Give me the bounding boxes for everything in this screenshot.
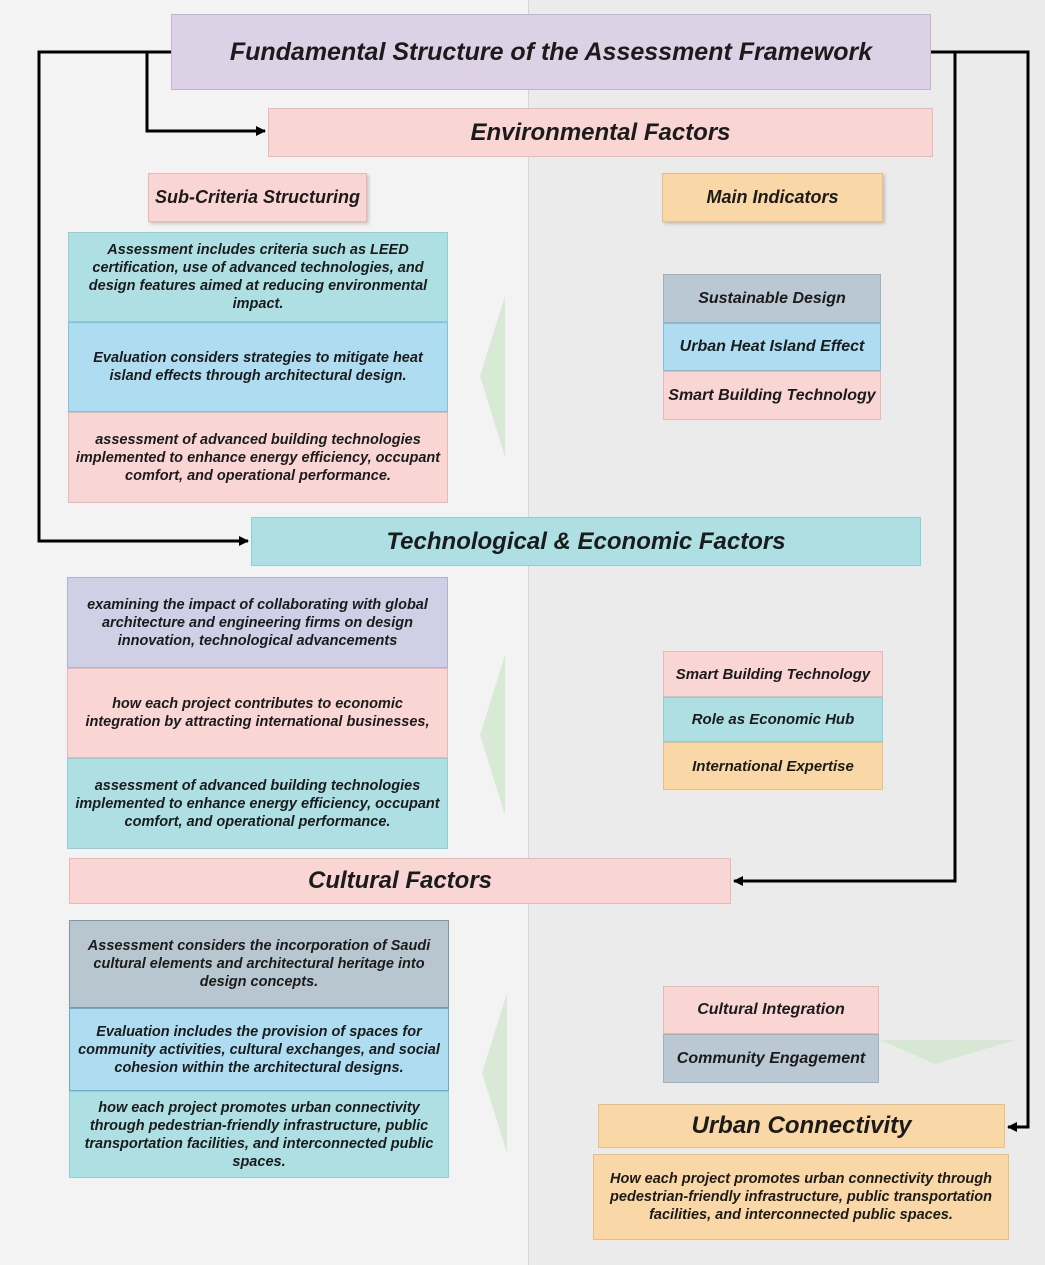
- tech-indicator-1: Smart Building Technology: [663, 651, 883, 697]
- tech-description-1: examining the impact of collaborating wi…: [67, 577, 448, 668]
- cultural-triangle: [482, 993, 507, 1153]
- env-indicator-2: Urban Heat Island Effect: [663, 323, 881, 371]
- env-description-1: Assessment includes criteria such as LEE…: [68, 232, 448, 322]
- env-description-3: assessment of advanced building technolo…: [68, 412, 448, 503]
- tech-triangle: [480, 655, 505, 815]
- tech-description-3: assessment of advanced building technolo…: [67, 758, 448, 849]
- panel-divider: [528, 0, 529, 1265]
- arrow-to-technological: [37, 50, 249, 546]
- cultural-description-2: Evaluation includes the provision of spa…: [69, 1008, 449, 1091]
- cultural-description-3: how each project promotes urban connecti…: [69, 1091, 449, 1178]
- arrow-to-urban-connectivity: [955, 50, 1030, 1132]
- urban-connectivity-description: How each project promotes urban connecti…: [593, 1154, 1009, 1240]
- tech-description-2: how each project contributes to economic…: [67, 668, 448, 758]
- cultural-description-1: Assessment considers the incorporation o…: [69, 920, 449, 1008]
- cultural-indicator-1: Cultural Integration: [663, 986, 879, 1034]
- community-triangle: [880, 1040, 1015, 1064]
- sub-criteria-label: Sub-Criteria Structuring: [148, 173, 367, 222]
- tech-indicator-3: International Expertise: [663, 742, 883, 790]
- env-indicator-3: Smart Building Technology: [663, 371, 881, 420]
- environmental-heading: Environmental Factors: [268, 108, 933, 157]
- cultural-heading: Cultural Factors: [69, 858, 731, 904]
- env-indicator-1: Sustainable Design: [663, 274, 881, 323]
- arrow-to-environmental: [145, 52, 266, 136]
- env-triangle: [480, 296, 505, 457]
- tech-indicator-2: Role as Economic Hub: [663, 697, 883, 742]
- urban-connectivity-heading: Urban Connectivity: [598, 1104, 1005, 1148]
- main-indicators-label: Main Indicators: [662, 173, 883, 222]
- cultural-indicator-2: Community Engagement: [663, 1034, 879, 1083]
- framework-title: Fundamental Structure of the Assessment …: [171, 14, 931, 90]
- arrow-to-cultural: [733, 50, 957, 886]
- technological-heading: Technological & Economic Factors: [251, 517, 921, 566]
- env-description-2: Evaluation considers strategies to mitig…: [68, 322, 448, 412]
